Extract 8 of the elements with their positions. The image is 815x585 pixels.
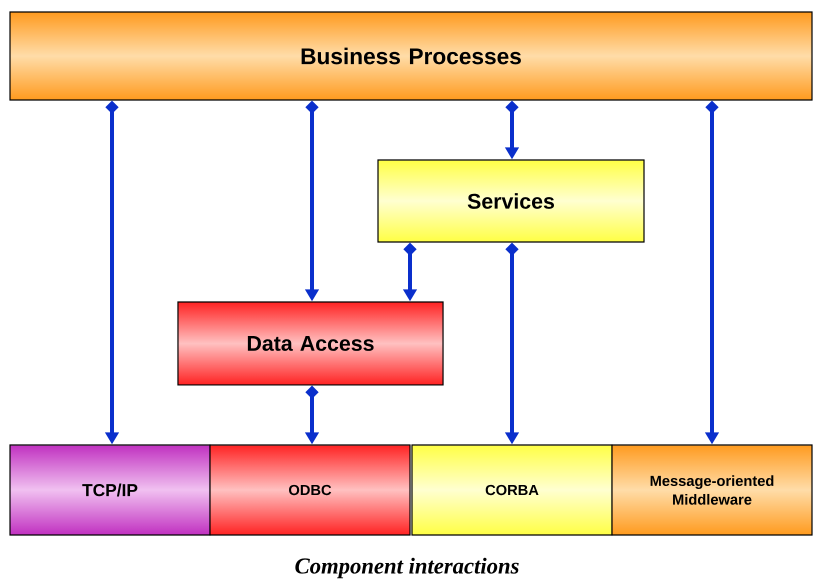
process-box: Data Access <box>177 301 444 386</box>
layer-cell: ODBC <box>209 444 411 536</box>
process-bar: Business Processes <box>9 11 813 101</box>
layer-cell: Message-oriented Middleware <box>611 444 813 536</box>
layer-cell: TCP/IP <box>9 444 211 536</box>
caption: Component interactions <box>295 558 519 578</box>
layer-cell: CORBA <box>411 444 613 536</box>
process-box: Services <box>377 159 645 243</box>
